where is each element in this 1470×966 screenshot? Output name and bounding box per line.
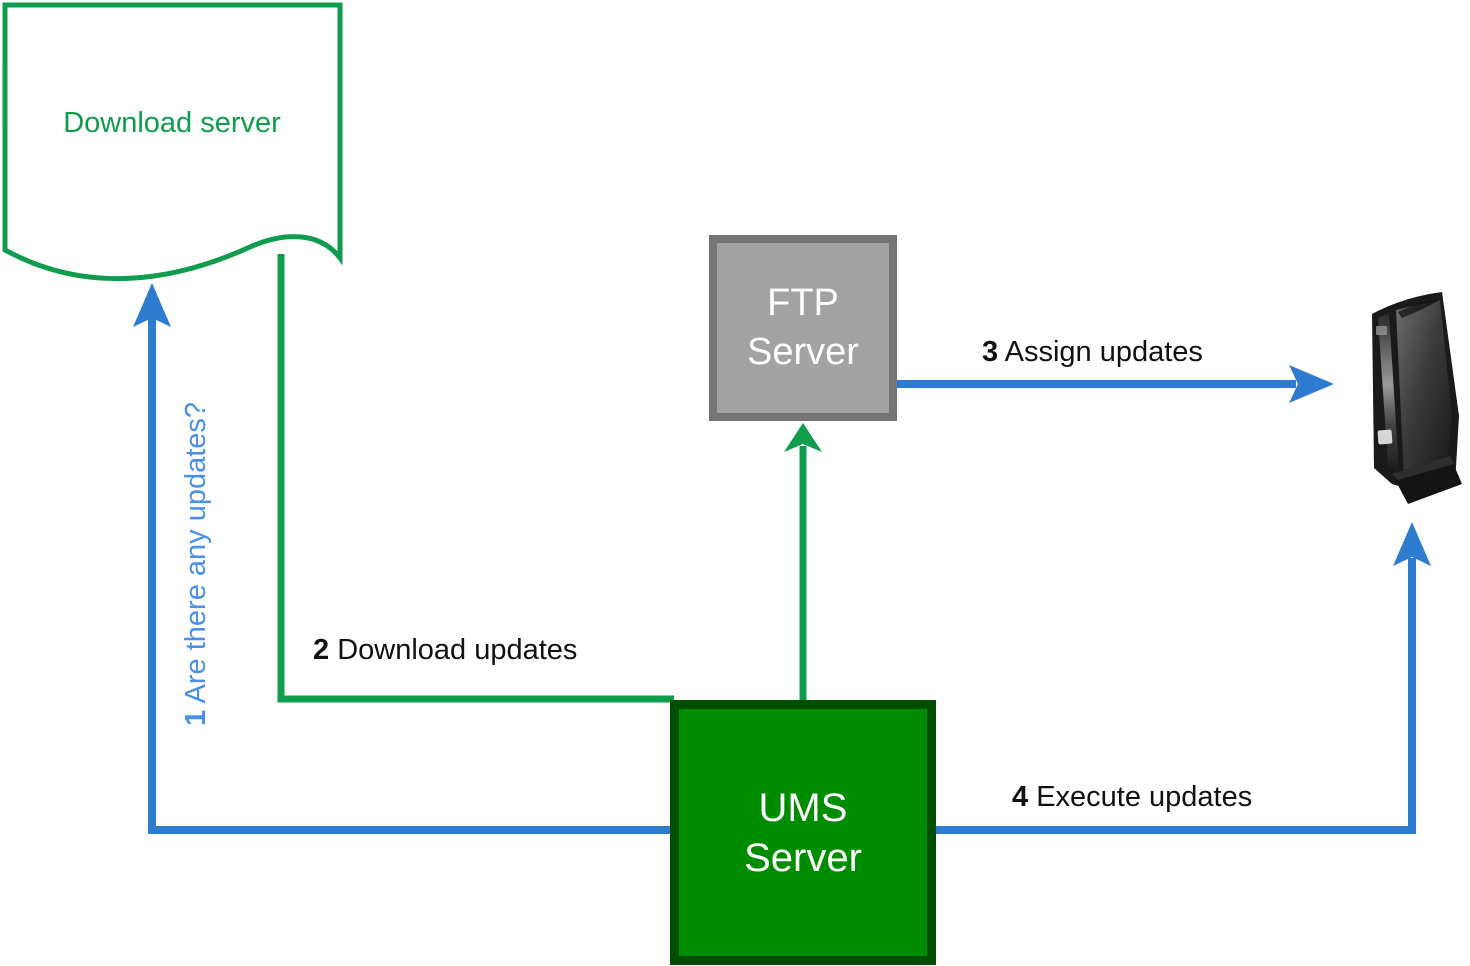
download-server-node — [2, 2, 343, 282]
ums-server-node: UMS Server — [670, 700, 936, 965]
arrowhead-up-to-device — [1393, 522, 1431, 566]
flow-4-text: Execute updates — [1036, 781, 1253, 813]
green-download-line — [277, 254, 674, 703]
device-top-gloss — [1398, 300, 1440, 318]
ftp-server-label: FTP Server — [747, 282, 859, 373]
device-side-panel — [1396, 300, 1452, 478]
device-logo-badge — [1377, 429, 1393, 445]
device-stand — [1392, 456, 1462, 504]
ftp-server-node: FTP Server — [709, 235, 897, 421]
flow-2-text: Download updates — [337, 634, 578, 666]
flow-3-label: 3 Assign updates — [982, 336, 1203, 369]
flow-1-text: Are there any updates? — [180, 401, 212, 704]
flow-1-number: 1 — [180, 709, 212, 727]
device-front-strip — [1378, 313, 1399, 472]
device-top-logo — [1376, 326, 1387, 335]
download-server-label: Download server — [63, 107, 281, 139]
ums-server-label: UMS Server — [744, 785, 862, 880]
arrowhead-up-to-download-server — [133, 283, 171, 327]
device-stand-edge — [1392, 456, 1454, 480]
flow-2-number: 2 — [313, 634, 330, 666]
document-shape — [2, 2, 343, 282]
flow-2-label: 2 Download updates — [313, 634, 577, 667]
thin-client-tower-icon — [1372, 292, 1462, 504]
flow-4-number: 4 — [1012, 781, 1029, 813]
arrowhead-up-to-ftp — [784, 423, 822, 452]
flow-4-label: 4 Execute updates — [1012, 781, 1252, 814]
flow-1-label: 1 Are there any updates? — [180, 374, 214, 754]
flow-3-text: Assign updates — [1004, 336, 1203, 368]
flow-3-number: 3 — [982, 336, 999, 368]
arrowhead-right-to-device — [1289, 365, 1334, 403]
